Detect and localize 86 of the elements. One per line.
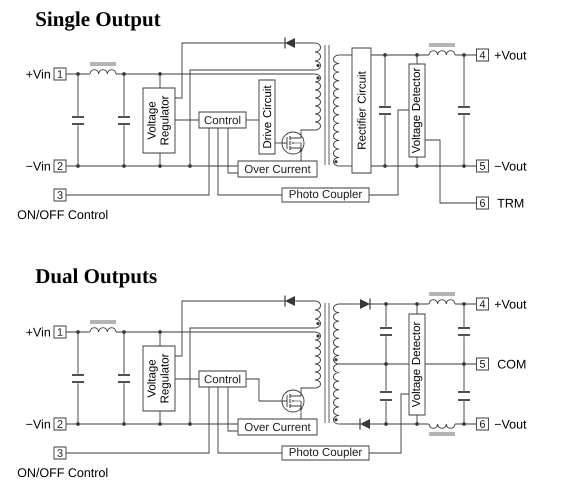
terminal-box: 2 xyxy=(54,418,66,430)
wire xyxy=(425,140,476,204)
terminal-box: 1 xyxy=(54,326,66,338)
wire xyxy=(66,332,78,374)
wire xyxy=(338,54,352,56)
wire xyxy=(369,394,409,454)
wire xyxy=(369,110,409,196)
section-title: Single Output xyxy=(36,11,161,31)
pin-label: −Vout xyxy=(494,420,526,429)
block-box: Rectifier Circuit xyxy=(352,48,372,174)
wire xyxy=(371,54,430,56)
wire xyxy=(66,74,78,116)
inductor-symbol xyxy=(428,292,456,304)
wire xyxy=(300,130,316,132)
block-box: Voltage Regulator xyxy=(142,346,176,412)
terminal-box: 1 xyxy=(54,68,66,80)
block-box: Photo Coupler xyxy=(282,188,370,202)
capacitor-symbol xyxy=(457,391,471,401)
wire xyxy=(218,128,282,196)
capacitor-symbol xyxy=(457,106,471,115)
capacitor-symbol xyxy=(71,374,85,383)
pin-label: −Vin xyxy=(26,161,50,170)
pin-label: +Vout xyxy=(494,300,526,309)
pin-label: ON/OFF Control xyxy=(18,468,108,478)
inductor-symbol xyxy=(90,62,116,74)
wire xyxy=(300,154,302,161)
block-box: Control xyxy=(198,370,246,388)
wire xyxy=(300,412,302,419)
wire xyxy=(228,387,238,432)
block-box: Over Current xyxy=(238,160,318,178)
wire xyxy=(228,128,238,174)
wire xyxy=(175,378,199,380)
pin-label: TRM xyxy=(498,198,524,208)
capacitor-symbol xyxy=(117,374,131,383)
inductor-symbol xyxy=(90,320,116,332)
block-box: Voltage Detector xyxy=(408,314,426,416)
wire xyxy=(300,388,316,390)
pin-label: +Vout xyxy=(494,50,526,60)
terminal-box: 4 xyxy=(476,298,489,310)
wire xyxy=(175,42,286,98)
transformer-symbol xyxy=(314,42,340,166)
wire xyxy=(294,42,316,44)
diode-symbol xyxy=(360,298,371,310)
capacitor-symbol xyxy=(379,391,393,401)
terminal-box: 3 xyxy=(54,446,66,460)
terminal-box: 3 xyxy=(54,188,66,202)
diode-symbol xyxy=(284,38,295,48)
capacitor-symbol xyxy=(379,327,393,336)
pin-label: −Vin xyxy=(26,419,50,428)
block-box: Control xyxy=(198,112,246,128)
terminal-box: 5 xyxy=(476,160,489,172)
transformer-symbol xyxy=(314,300,340,424)
pin-label: +Vin xyxy=(26,69,50,78)
terminal-box: 4 xyxy=(476,48,489,62)
wire xyxy=(275,142,282,144)
capacitor-symbol xyxy=(378,106,392,115)
diode-symbol xyxy=(284,296,295,306)
transistor-symbol xyxy=(282,132,304,154)
inductor-symbol xyxy=(428,424,456,436)
block-box: Photo Coupler xyxy=(282,446,370,460)
terminal-box: 6 xyxy=(476,196,489,210)
block-box: Voltage Regulator xyxy=(142,88,176,154)
terminal-box: 5 xyxy=(476,358,489,370)
transistor-symbol xyxy=(282,390,304,412)
capacitor-symbol xyxy=(71,116,85,125)
pin-label: +Vin xyxy=(26,327,50,336)
terminal-box: 6 xyxy=(476,418,489,430)
wire xyxy=(66,387,210,454)
wire xyxy=(218,387,282,454)
pin-label: ON/OFF Control xyxy=(18,210,108,220)
diode-symbol xyxy=(359,418,370,430)
pin-label: COM xyxy=(498,360,526,369)
block-box: Over Current xyxy=(238,418,318,436)
block-box: Voltage Detector xyxy=(408,64,426,158)
section-title: Dual Outputs xyxy=(36,268,157,288)
capacitor-symbol xyxy=(117,116,131,125)
inductor-symbol xyxy=(428,44,456,56)
block-box: Drive Circuit xyxy=(258,80,276,154)
wire xyxy=(175,300,286,356)
wire xyxy=(294,300,316,302)
wire xyxy=(66,128,210,196)
wire xyxy=(246,378,282,402)
capacitor-symbol xyxy=(457,327,471,336)
pin-label: −Vout xyxy=(494,162,526,171)
wire xyxy=(454,54,476,56)
terminal-box: 2 xyxy=(54,160,66,172)
